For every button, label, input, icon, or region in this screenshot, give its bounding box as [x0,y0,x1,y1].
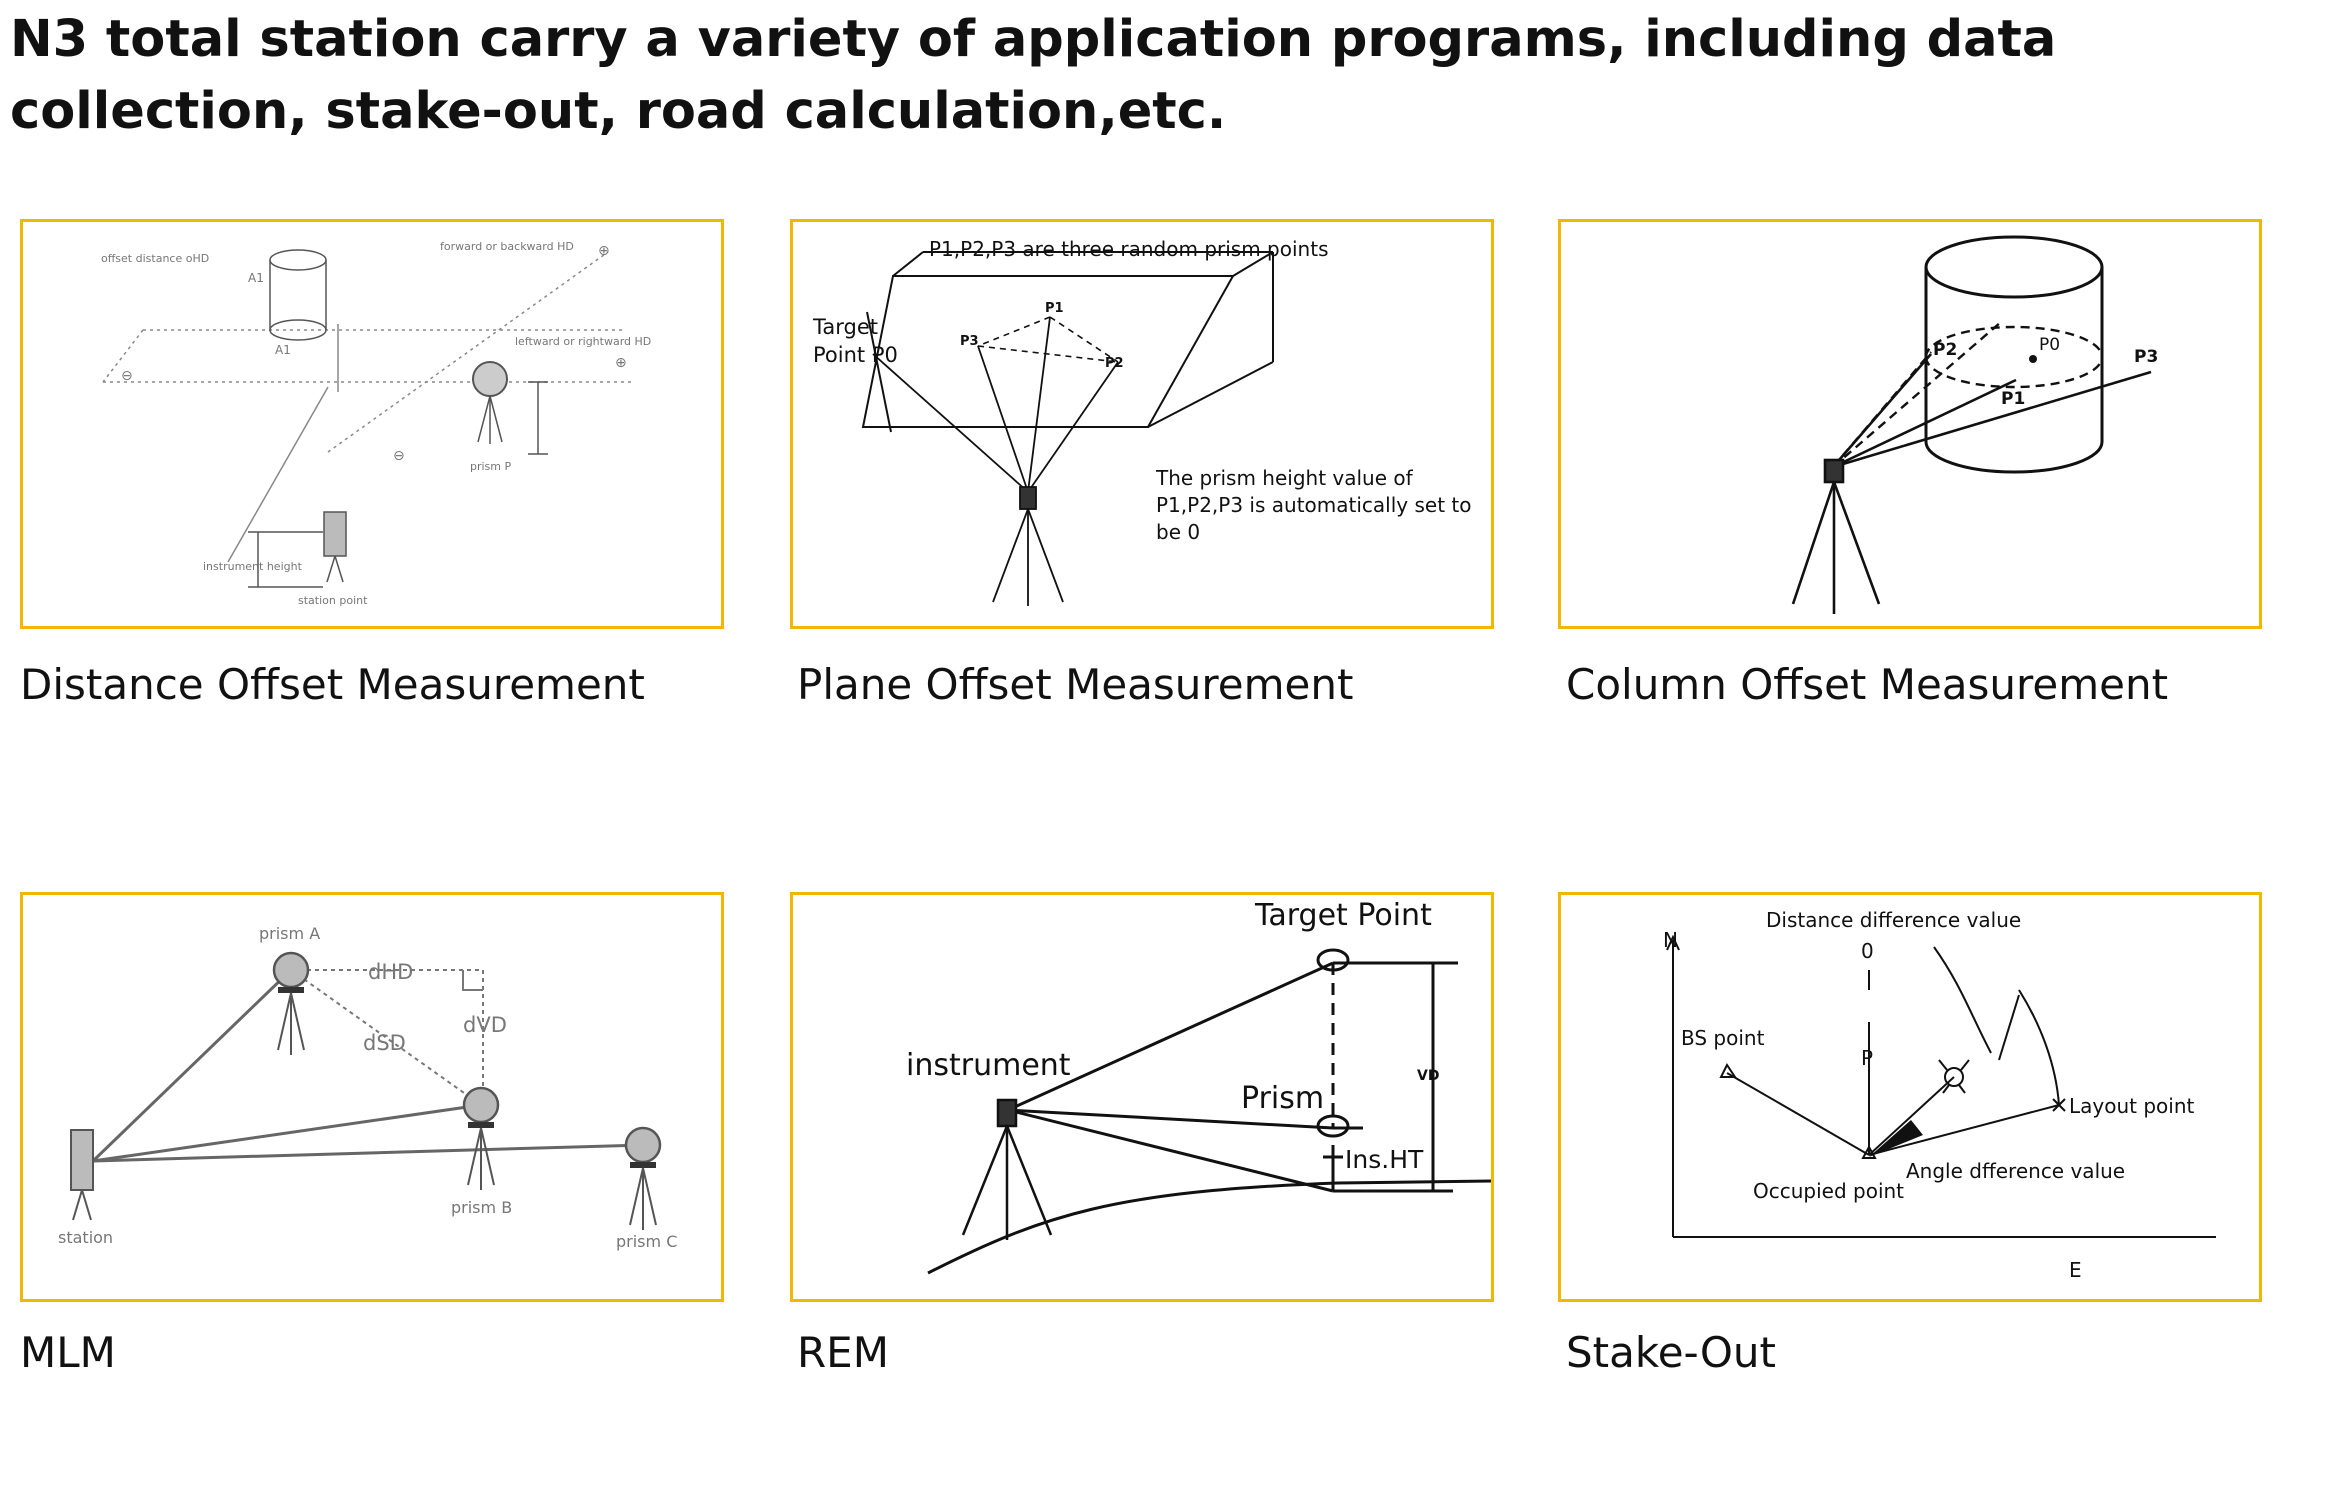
label-offset-distance: offset distance oHD [101,252,209,265]
panel-mlm: prism A dHD dSD dVD prism B station pris… [20,892,724,1302]
label-vd: VD [1417,1068,1439,1084]
label-a1-top: A1 [248,271,264,285]
caption-stake-out: Stake-Out [1566,1328,1776,1377]
label-dhd: dHD [368,960,413,984]
label-prism-p: prism P [470,460,512,473]
label-p1: P1 [2001,389,2025,409]
label-ins-ht: Ins.HT [1345,1145,1424,1174]
panel-plane-offset: P1,P2,P3 are three random prism points T… [790,219,1494,629]
label-dsd: dSD [363,1031,406,1055]
caption-distance-offset: Distance Offset Measurement [20,660,645,709]
caption-mlm: MLM [20,1328,116,1377]
label-e: E [2069,1258,2082,1282]
label-layout-point: Layout point [2069,1094,2195,1118]
label-instrument: instrument [906,1048,1071,1083]
label-p2: P2 [1105,356,1124,371]
label-note-line2: P1,P2,P3 is automatically set to [1156,493,1471,517]
label-instrument-height: instrument height [203,560,303,573]
label-p2: P2 [1933,340,1957,360]
column-offset-diagram: P2 P0 P3 P1 [1791,235,2158,614]
label-zero: 0 [1861,939,1874,963]
caption-plane-offset: Plane Offset Measurement [797,660,1354,709]
label-occupied-point: Occupied point [1753,1179,1904,1203]
label-distance-difference: Distance difference value [1766,908,2021,932]
label-prism: Prism [1241,1081,1324,1116]
mlm-diagram: prism A dHD dSD dVD prism B station pris… [58,924,677,1251]
label-leftward-rightward: leftward or rightward HD [515,335,651,348]
label-prism-b: prism B [451,1198,512,1217]
label-p0: P0 [2039,335,2060,355]
label-p3: P3 [2134,347,2158,367]
distance-offset-diagram: offset distance oHD forward or backward … [101,240,651,607]
label-bs-point: BS point [1681,1026,1765,1050]
label-station: station [58,1228,113,1247]
label-forward-backward: forward or backward HD [440,240,574,253]
label-prism-a: prism A [259,924,320,943]
label-minus-1: ⊖ [121,368,133,384]
panel-column-offset: P2 P0 P3 P1 [1558,219,2262,629]
caption-column-offset: Column Offset Measurement [1566,660,2169,709]
plane-offset-diagram: P1,P2,P3 are three random prism points T… [812,237,1471,606]
label-a1-bottom: A1 [275,343,291,357]
label-plus-1: ⊕ [598,243,610,259]
stake-out-diagram: Distance difference value 0 N BS point P… [1663,908,2216,1282]
page-headline: N3 total station carry a variety of appl… [10,10,2057,141]
panel-rem: Target Point instrument Prism VD Ins.HT [790,892,1494,1302]
rem-diagram: Target Point instrument Prism VD Ins.HT [906,898,1491,1275]
label-plus-2: ⊕ [615,355,627,371]
panel-stake-out: Distance difference value 0 N BS point P… [1558,892,2262,1302]
label-note-line3: be 0 [1156,520,1200,544]
label-station-point: station point [298,594,368,607]
label-n: N [1663,928,1678,952]
label-note-line1: The prism height value of [1155,466,1414,490]
label-target-point: Target Point [1254,898,1432,933]
label-target-line1: Target [812,315,878,339]
panel-distance-offset: offset distance oHD forward or backward … [20,219,724,629]
label-note-top: P1,P2,P3 are three random prism points [929,237,1328,261]
label-target-line2: Point P0 [813,343,898,367]
label-dvd: dVD [463,1013,507,1037]
caption-rem: REM [797,1328,889,1377]
label-p: P [1861,1046,1873,1070]
label-minus-2: ⊖ [393,448,405,464]
label-prism-c: prism C [616,1232,677,1251]
label-angle-difference: Angle dfference value [1906,1159,2125,1183]
label-p1: P1 [1045,301,1064,316]
label-p3: P3 [960,334,979,349]
